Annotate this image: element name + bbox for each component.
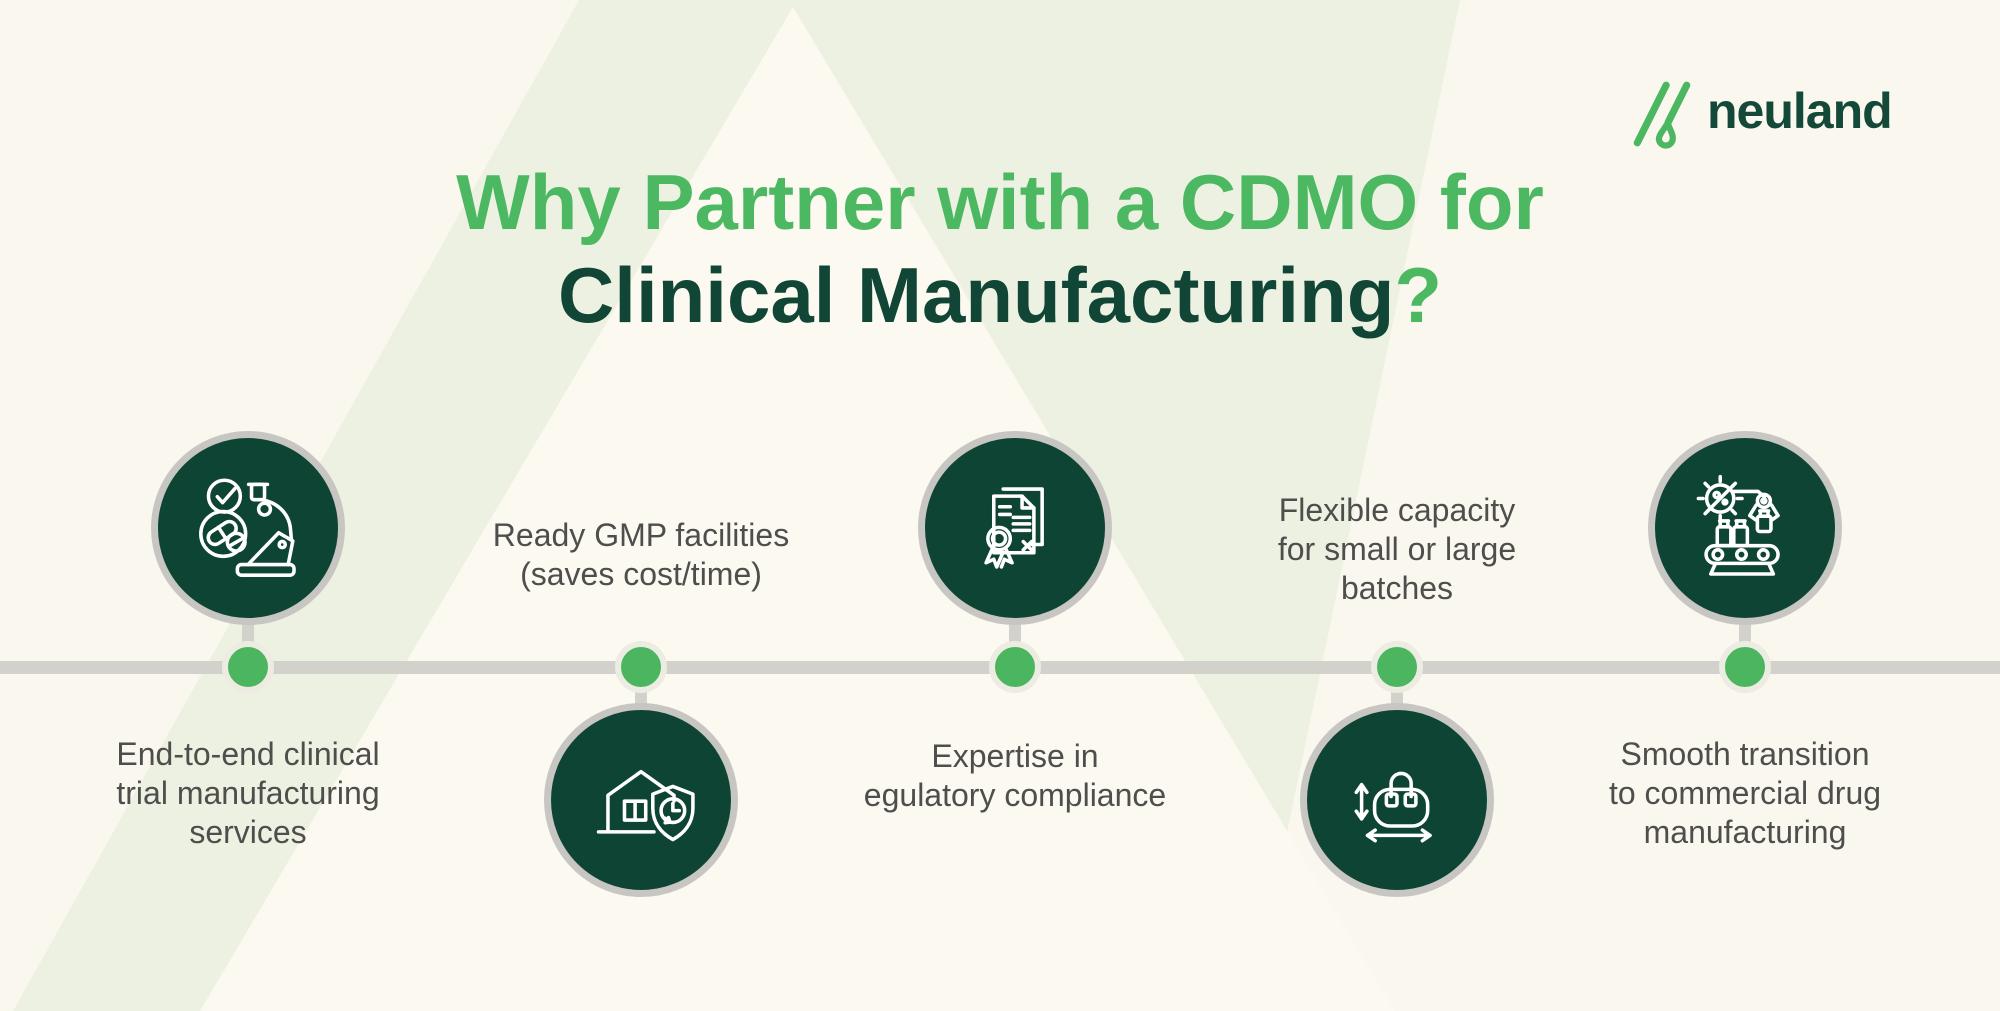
title-line-2-text: Clinical Manufacturing — [557, 251, 1395, 339]
timeline-dot-3 — [989, 641, 1041, 693]
item-1-label-line: services — [189, 814, 307, 850]
item-5-label: Smooth transition to commercial drug man… — [1505, 735, 1985, 852]
item-1-label: End-to-end clinical trial manufacturing … — [8, 735, 488, 852]
item-4-label-line: Flexible capacity — [1278, 492, 1516, 528]
item-2-label-line: Ready GMP facilities — [492, 517, 790, 553]
title-line-2: Clinical Manufacturing? — [0, 249, 2000, 342]
item-1-icon-circle — [151, 431, 345, 625]
gmp-facility-clock-icon — [596, 769, 695, 842]
microscope-pills-check-icon — [199, 478, 296, 577]
item-1-label-line: trial manufacturing — [116, 775, 380, 811]
item-3-label-line: egulatory compliance — [863, 777, 1167, 813]
item-2-label-line: (saves cost/time) — [520, 556, 762, 592]
title-line-1: Why Partner with a CDMO for — [456, 158, 1544, 246]
item-3-label-line: Expertise in — [931, 738, 1099, 774]
item-4-icon-circle — [1300, 703, 1494, 897]
item-3-label: Expertise in egulatory compliance — [775, 737, 1255, 815]
brand-logo: neuland — [1630, 78, 1893, 150]
item-4-label-line: batches — [1340, 570, 1454, 606]
item-2-icon-circle — [544, 703, 738, 897]
timeline-dot-2 — [615, 641, 667, 693]
neuland-n-droplet-icon — [1633, 81, 1691, 149]
timeline-dot-5 — [1719, 641, 1771, 693]
brand-name: neuland — [1707, 83, 1893, 139]
item-1-label-line: End-to-end clinical — [116, 736, 380, 772]
item-5-label-line: Smooth transition — [1620, 736, 1870, 772]
item-2-label: Ready GMP facilities (saves cost/time) — [401, 516, 881, 594]
timeline-dot-1 — [222, 641, 274, 693]
certificate-compliance-icon — [984, 487, 1044, 569]
title-question-mark: ? — [1394, 251, 1443, 339]
item-4-label-line: for small or large — [1277, 531, 1517, 567]
item-5-label-line: to commercial drug — [1608, 775, 1882, 811]
commercial-manufacturing-icon — [1696, 474, 1780, 576]
capacity-bag-arrows-icon — [1354, 771, 1432, 843]
page-title: Why Partner with a CDMO for Clinical Man… — [0, 156, 2000, 342]
item-5-icon-circle — [1648, 431, 1842, 625]
item-4-label: Flexible capacity for small or large bat… — [1157, 491, 1637, 608]
item-5-label-line: manufacturing — [1643, 814, 1847, 850]
timeline-dot-4 — [1371, 641, 1423, 693]
item-3-icon-circle — [918, 431, 1112, 625]
